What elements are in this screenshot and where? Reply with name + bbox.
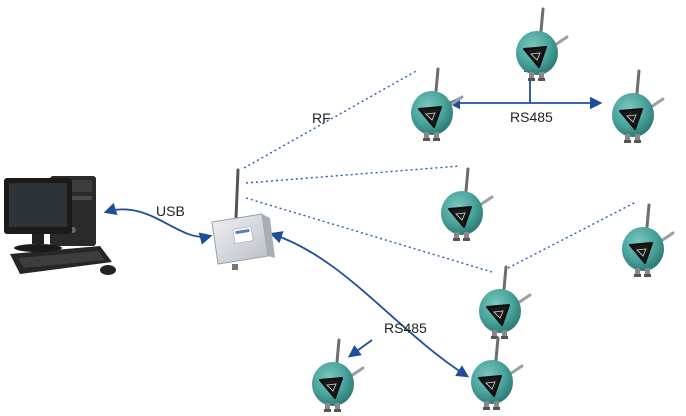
rf-link-middle xyxy=(245,165,461,184)
usb-label: USB xyxy=(156,203,185,219)
wired-links xyxy=(103,59,603,378)
rf-link-top xyxy=(243,69,419,169)
wireless-sensor-icon xyxy=(514,7,569,83)
wireless-sensor-icon xyxy=(610,69,665,145)
rs485-curved-link xyxy=(269,231,470,378)
rf-links xyxy=(243,69,637,273)
usb-link xyxy=(103,202,213,245)
wireless-sensor-icon xyxy=(409,67,464,143)
wireless-sensor-icon xyxy=(620,203,675,279)
wireless-sensor-icon xyxy=(477,265,532,341)
wireless-receiver-icon xyxy=(211,168,275,270)
wireless-sensor-icon xyxy=(469,336,524,412)
rf-link-right xyxy=(507,201,637,269)
rf-label: RF xyxy=(312,110,331,126)
rs485-label-top: RS485 xyxy=(510,109,553,125)
rs485-label-bottom: RS485 xyxy=(384,320,427,336)
wireless-sensor-icon xyxy=(439,167,494,243)
rs485-short-link xyxy=(347,339,373,358)
desktop-computer-icon xyxy=(4,176,116,275)
wireless-sensor-icon xyxy=(310,338,365,414)
